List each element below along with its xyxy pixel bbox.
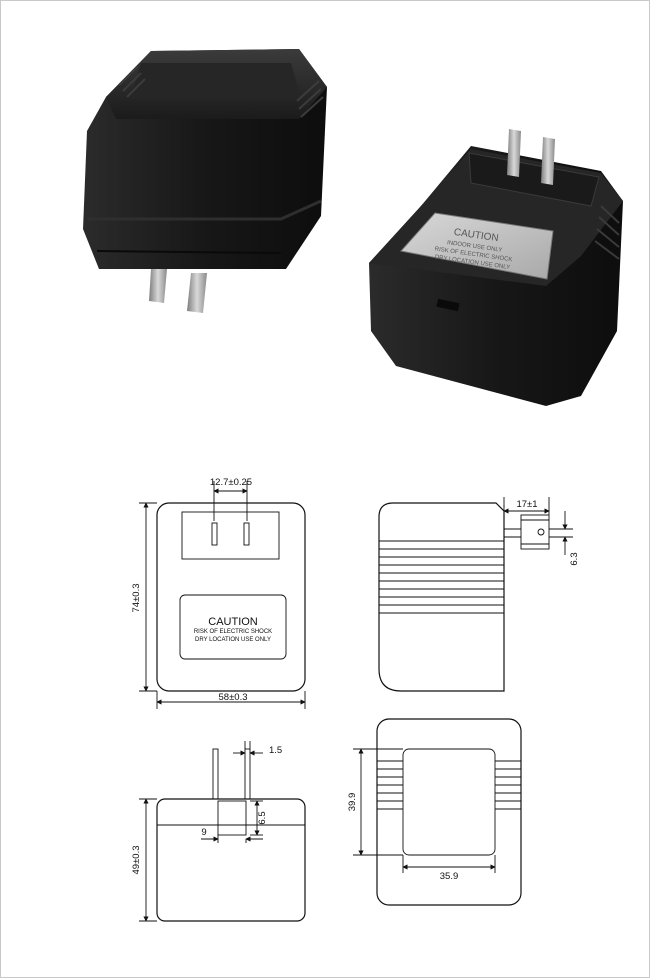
photo-right-ribs bbox=[594, 205, 620, 260]
side-view-ribs bbox=[379, 540, 504, 614]
front-view-drawing: CAUTION RISK OF ELECTRIC SHOCK DRY LOCAT… bbox=[131, 477, 306, 709]
height-dimension: 74±0.3 bbox=[131, 584, 142, 613]
photo-right-pin-2 bbox=[541, 137, 555, 185]
pin-width-dimension: 6.3 bbox=[569, 552, 580, 565]
side-view-drawing: 17±1 6.3 bbox=[378, 497, 580, 692]
label-height-dimension: 39.9 bbox=[347, 793, 358, 812]
top-view-ribs bbox=[377, 760, 521, 810]
pin-thickness-dimension: 1.5 bbox=[269, 745, 282, 756]
width-dimension: 58±0.3 bbox=[219, 692, 248, 703]
photo-left-pin-1 bbox=[149, 269, 167, 303]
photo-caution-plate bbox=[400, 212, 554, 280]
pin-spacing-dimension: 12.7±0.25 bbox=[210, 477, 252, 488]
adapter-photo-front bbox=[83, 49, 327, 313]
top-view-drawing: 39.9 35.9 bbox=[347, 718, 522, 906]
caution-line-1: RISK OF ELECTRIC SHOCK bbox=[194, 629, 272, 635]
pin-length-dimension: 17±1 bbox=[516, 499, 537, 510]
photo-right-slot bbox=[436, 298, 460, 312]
bottom-view-drawing: 1.5 6.5 9 49±0.3 bbox=[131, 741, 306, 922]
photo-right-pin-1 bbox=[507, 129, 521, 177]
caution-line-2: DRY LOCATION USE ONLY bbox=[195, 637, 271, 643]
photo-left-ribs bbox=[118, 66, 324, 118]
label-width-dimension: 35.9 bbox=[440, 871, 459, 882]
caution-title: CAUTION bbox=[208, 616, 258, 628]
pin-height-dimension: 6.5 bbox=[257, 811, 268, 824]
adapter-photo-back: CAUTION INDOOR USE ONLY RISK OF ELECTRIC… bbox=[369, 129, 623, 406]
photo-left-pin-2 bbox=[187, 273, 207, 313]
pin-offset-dimension: 9 bbox=[201, 827, 206, 838]
depth-dimension: 49±0.3 bbox=[131, 846, 142, 875]
